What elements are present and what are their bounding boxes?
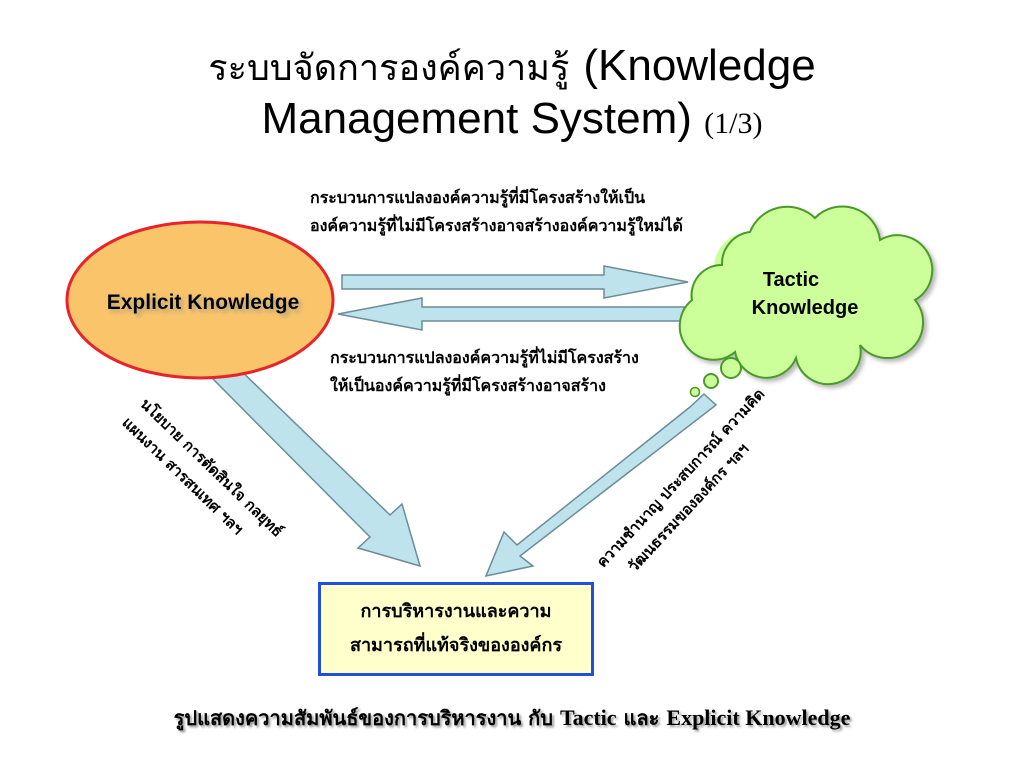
management-box: การบริหารงานและความ สามารถที่แท้จริงของอ… — [318, 582, 594, 676]
top-note-line1: กระบวนการแปลงองค์ความรู้ที่มีโครงสร้างให… — [310, 188, 646, 207]
caption-thai: รูปแสดงความสัมพันธ์ของการบริหารงาน กับ — [173, 706, 553, 730]
caption-tactic: Tactic — [559, 705, 617, 730]
tactic-knowledge-cloud — [678, 205, 934, 386]
arrow-tactic-to-management — [484, 392, 718, 578]
tactic-label-line1: Tactic — [763, 269, 819, 291]
title-thai: ระบบจัดการองค์ความรู้ — [208, 48, 570, 89]
middle-arrow-note: กระบวนการแปลงองค์ความรู้ที่ไม่มีโครงสร้า… — [330, 344, 639, 400]
thought-bubble-small — [689, 386, 701, 398]
arrow-tactic-to-explicit — [337, 297, 685, 331]
middle-note-line1: กระบวนการแปลงองค์ความรู้ที่ไม่มีโครงสร้า… — [330, 348, 639, 367]
management-line2: สามารถที่แท้จริงขององค์กร — [349, 635, 563, 656]
top-note-line2: องค์ความรู้ที่ไม่มีโครงสร้างอาจสร้างองค์… — [310, 216, 683, 235]
slide-title: ระบบจัดการองค์ความรู้ (Knowledge Managem… — [0, 40, 1024, 146]
tactic-label-line2: Knowledge — [752, 297, 859, 319]
thought-bubble-medium — [703, 373, 719, 389]
explicit-knowledge-ellipse — [65, 220, 335, 380]
arrow-explicit-to-tactic — [341, 265, 689, 299]
title-english-line1: (Knowledge — [583, 41, 816, 90]
title-page-marker: (1/3) — [704, 106, 763, 140]
caption-explicit: Explicit Knowledge — [666, 705, 851, 730]
management-line1: การบริหารงานและความ — [360, 601, 552, 622]
top-arrow-note: กระบวนการแปลงองค์ความรู้ที่มีโครงสร้างให… — [310, 184, 683, 240]
middle-note-line2: ให้เป็นองค์ความรู้ที่มีโครงสร้างอาจสร้าง — [330, 376, 606, 395]
arrow-explicit-to-management — [211, 362, 422, 568]
caption-and: และ — [623, 706, 660, 730]
thought-bubble-large — [720, 357, 742, 379]
explicit-knowledge-label: Explicit Knowledge — [107, 291, 300, 314]
title-english-line2: Management System) — [261, 93, 692, 143]
figure-caption: รูปแสดงความสัมพันธ์ของการบริหารงาน กับ T… — [0, 702, 1024, 734]
